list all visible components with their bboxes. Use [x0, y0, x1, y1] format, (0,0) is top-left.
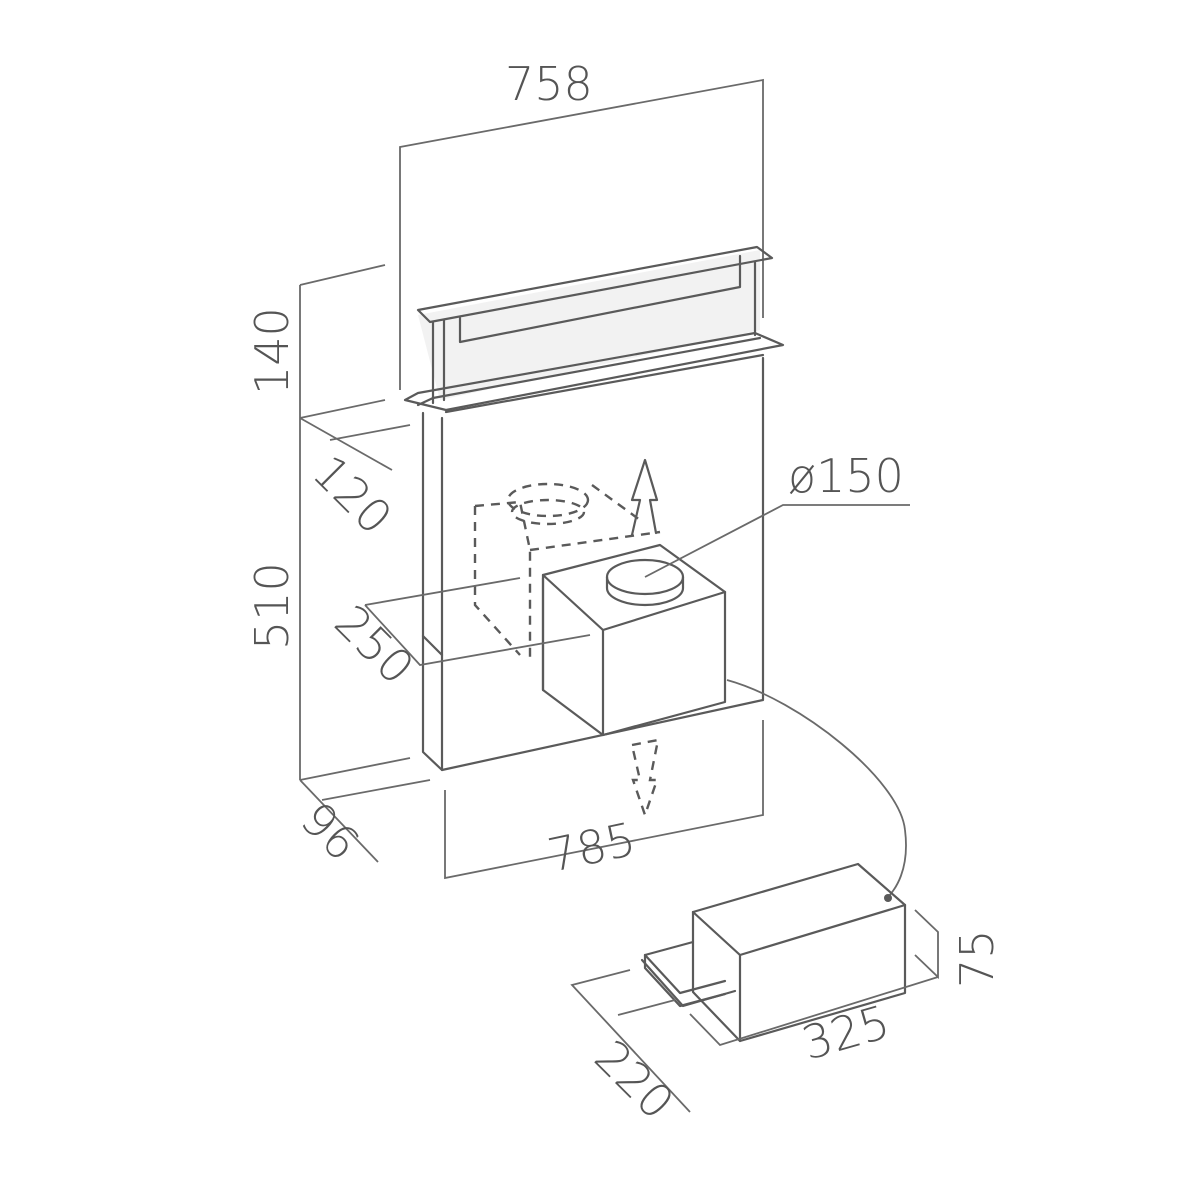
- dim-510-label: 510: [245, 562, 299, 650]
- dim-785-label: 785: [543, 812, 640, 883]
- dim-motor-frame: [570, 909, 939, 1113]
- airflow-down-arrow: [630, 738, 660, 819]
- motor-box: [541, 543, 727, 737]
- dim-150-leader: [644, 504, 910, 578]
- power-cable: [726, 679, 907, 899]
- dim-left-frame: [299, 264, 764, 880]
- dim-75-label: 75: [950, 929, 1004, 988]
- airflow-up-arrow: [630, 458, 659, 537]
- dim-220-label: 220: [584, 1030, 684, 1130]
- raised-panel: [403, 245, 785, 412]
- dim-150-label: ø150: [788, 449, 904, 503]
- external-motor-unit: [640, 862, 907, 1043]
- dim-758-frame: [399, 78, 764, 390]
- dim-250-label: 250: [324, 595, 424, 695]
- dim-120-label: 120: [302, 445, 402, 545]
- hood-body: [421, 353, 765, 772]
- dim-96-label: 96: [290, 792, 370, 872]
- dim-325-label: 325: [796, 994, 895, 1070]
- dim-758-label: 758: [505, 57, 593, 111]
- dim-140-label: 140: [245, 307, 299, 395]
- alternate-motor-dashed: [473, 482, 661, 660]
- cable-connector: [884, 894, 892, 902]
